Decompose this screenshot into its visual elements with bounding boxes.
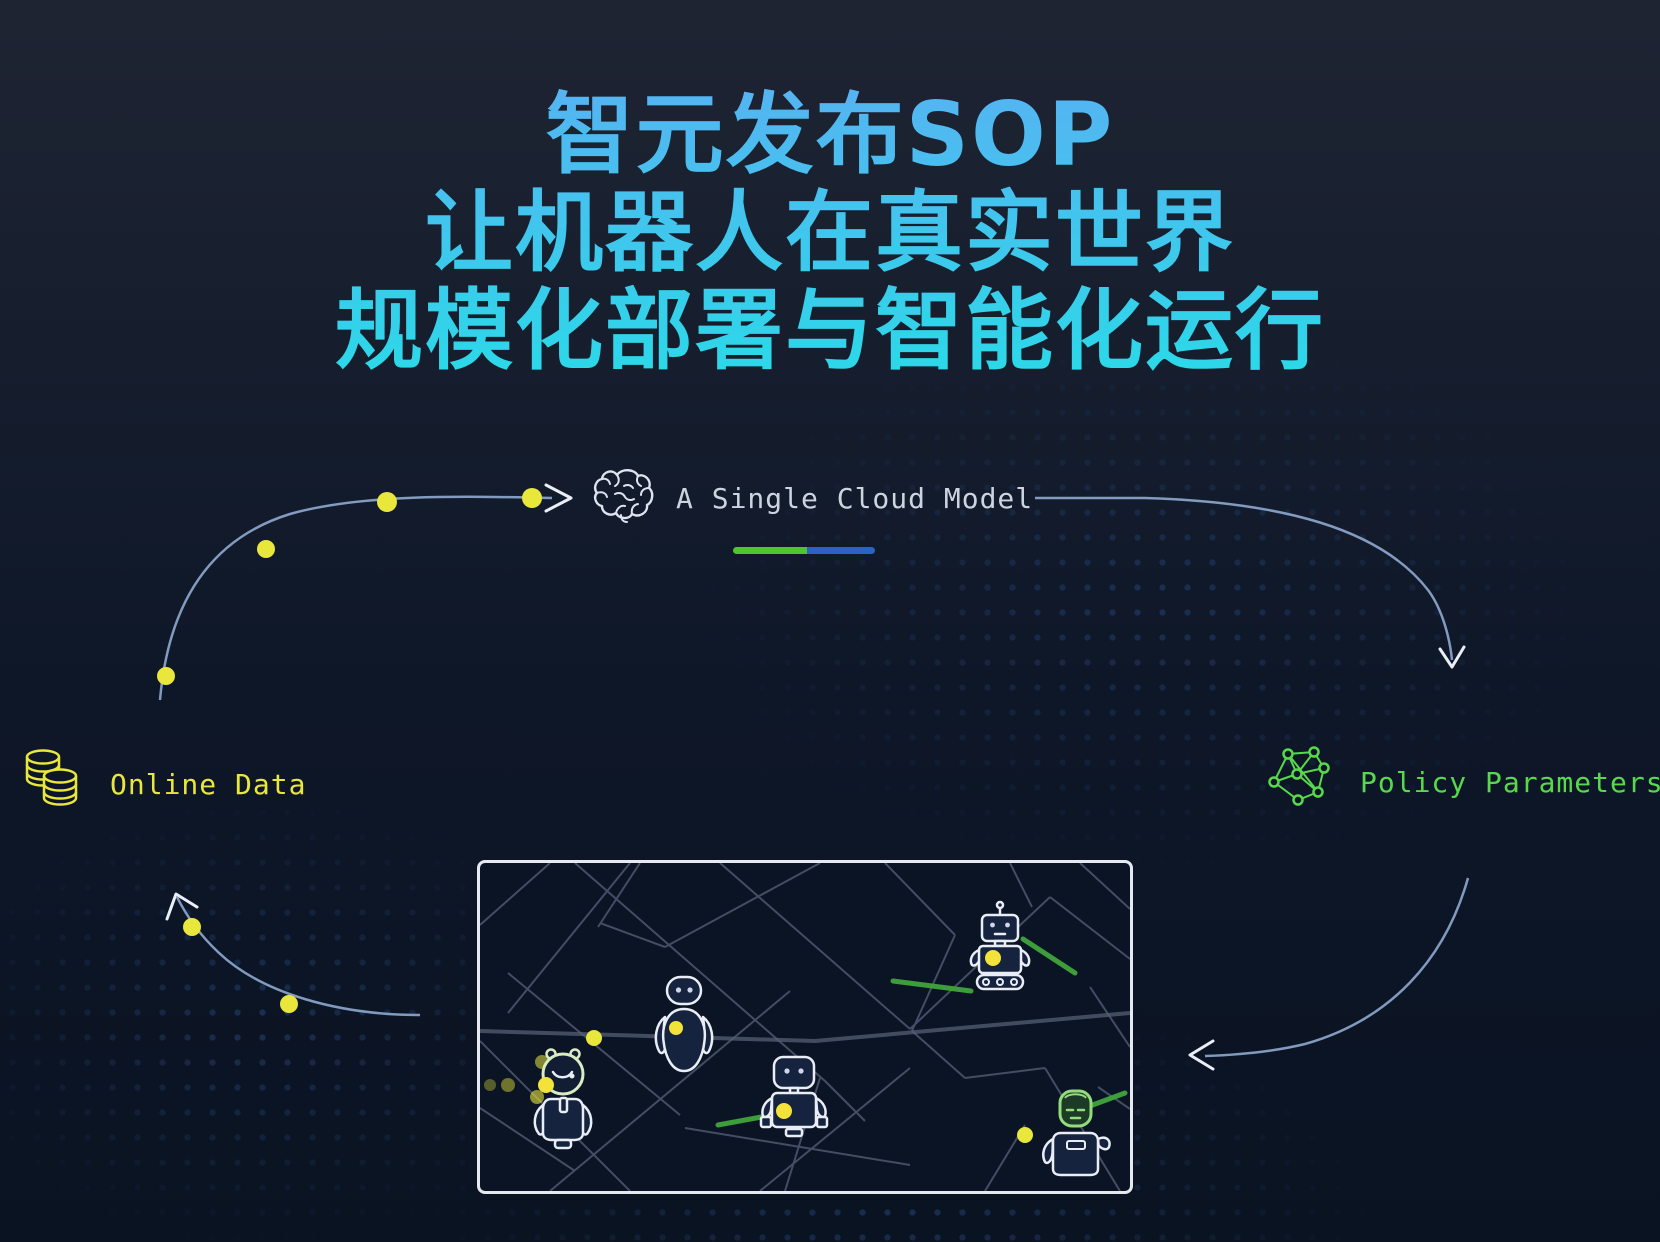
main-road (480, 1011, 1130, 1044)
database-icon (25, 749, 78, 806)
eve-robot (654, 975, 714, 1073)
cloud-model-label: A Single Cloud Model (676, 482, 1034, 515)
map-waypoint-dot (530, 1090, 544, 1104)
network-graph-icon (1268, 746, 1330, 806)
arc-policy-to-map (1204, 877, 1470, 1058)
arrowhead-right-icon (544, 483, 573, 513)
arrowhead-down-icon (1438, 645, 1466, 669)
arc-cloud-to-policy (1035, 496, 1454, 661)
waypoint-dot (522, 488, 542, 508)
progress-green-segment (733, 547, 807, 554)
policy-parameters-label: Policy Parameters (1360, 766, 1660, 799)
arrowhead-up-icon (165, 892, 199, 921)
map-waypoint-dot (1017, 1127, 1033, 1143)
street-grid (480, 863, 1130, 1191)
robot-path-line (890, 978, 974, 994)
green-head-robot (1042, 1089, 1111, 1177)
waypoint-dot (280, 995, 298, 1013)
model-progress-bar (733, 547, 875, 554)
waypoint-dot (157, 667, 175, 685)
classic-wheeled-robot (969, 900, 1031, 991)
waypoint-dot (377, 492, 397, 512)
map-canvas (480, 863, 1130, 1191)
progress-blue-segment (807, 547, 875, 554)
map-waypoint-dot (501, 1078, 515, 1092)
online-data-label: Online Data (110, 768, 307, 801)
map-waypoint-dot (484, 1079, 496, 1091)
map-panel (477, 860, 1133, 1194)
arc-map-to-online (175, 896, 421, 1017)
robot-path-line (1020, 936, 1078, 976)
square-robot (759, 1055, 829, 1138)
arrowhead-left-icon (1188, 1039, 1215, 1071)
waypoint-dot (257, 540, 275, 558)
map-waypoint-dot (586, 1030, 602, 1046)
helmet-robot (533, 1048, 593, 1150)
waypoint-dot (183, 918, 201, 936)
arc-online-to-cloud (158, 495, 553, 701)
brain-icon (594, 469, 654, 523)
